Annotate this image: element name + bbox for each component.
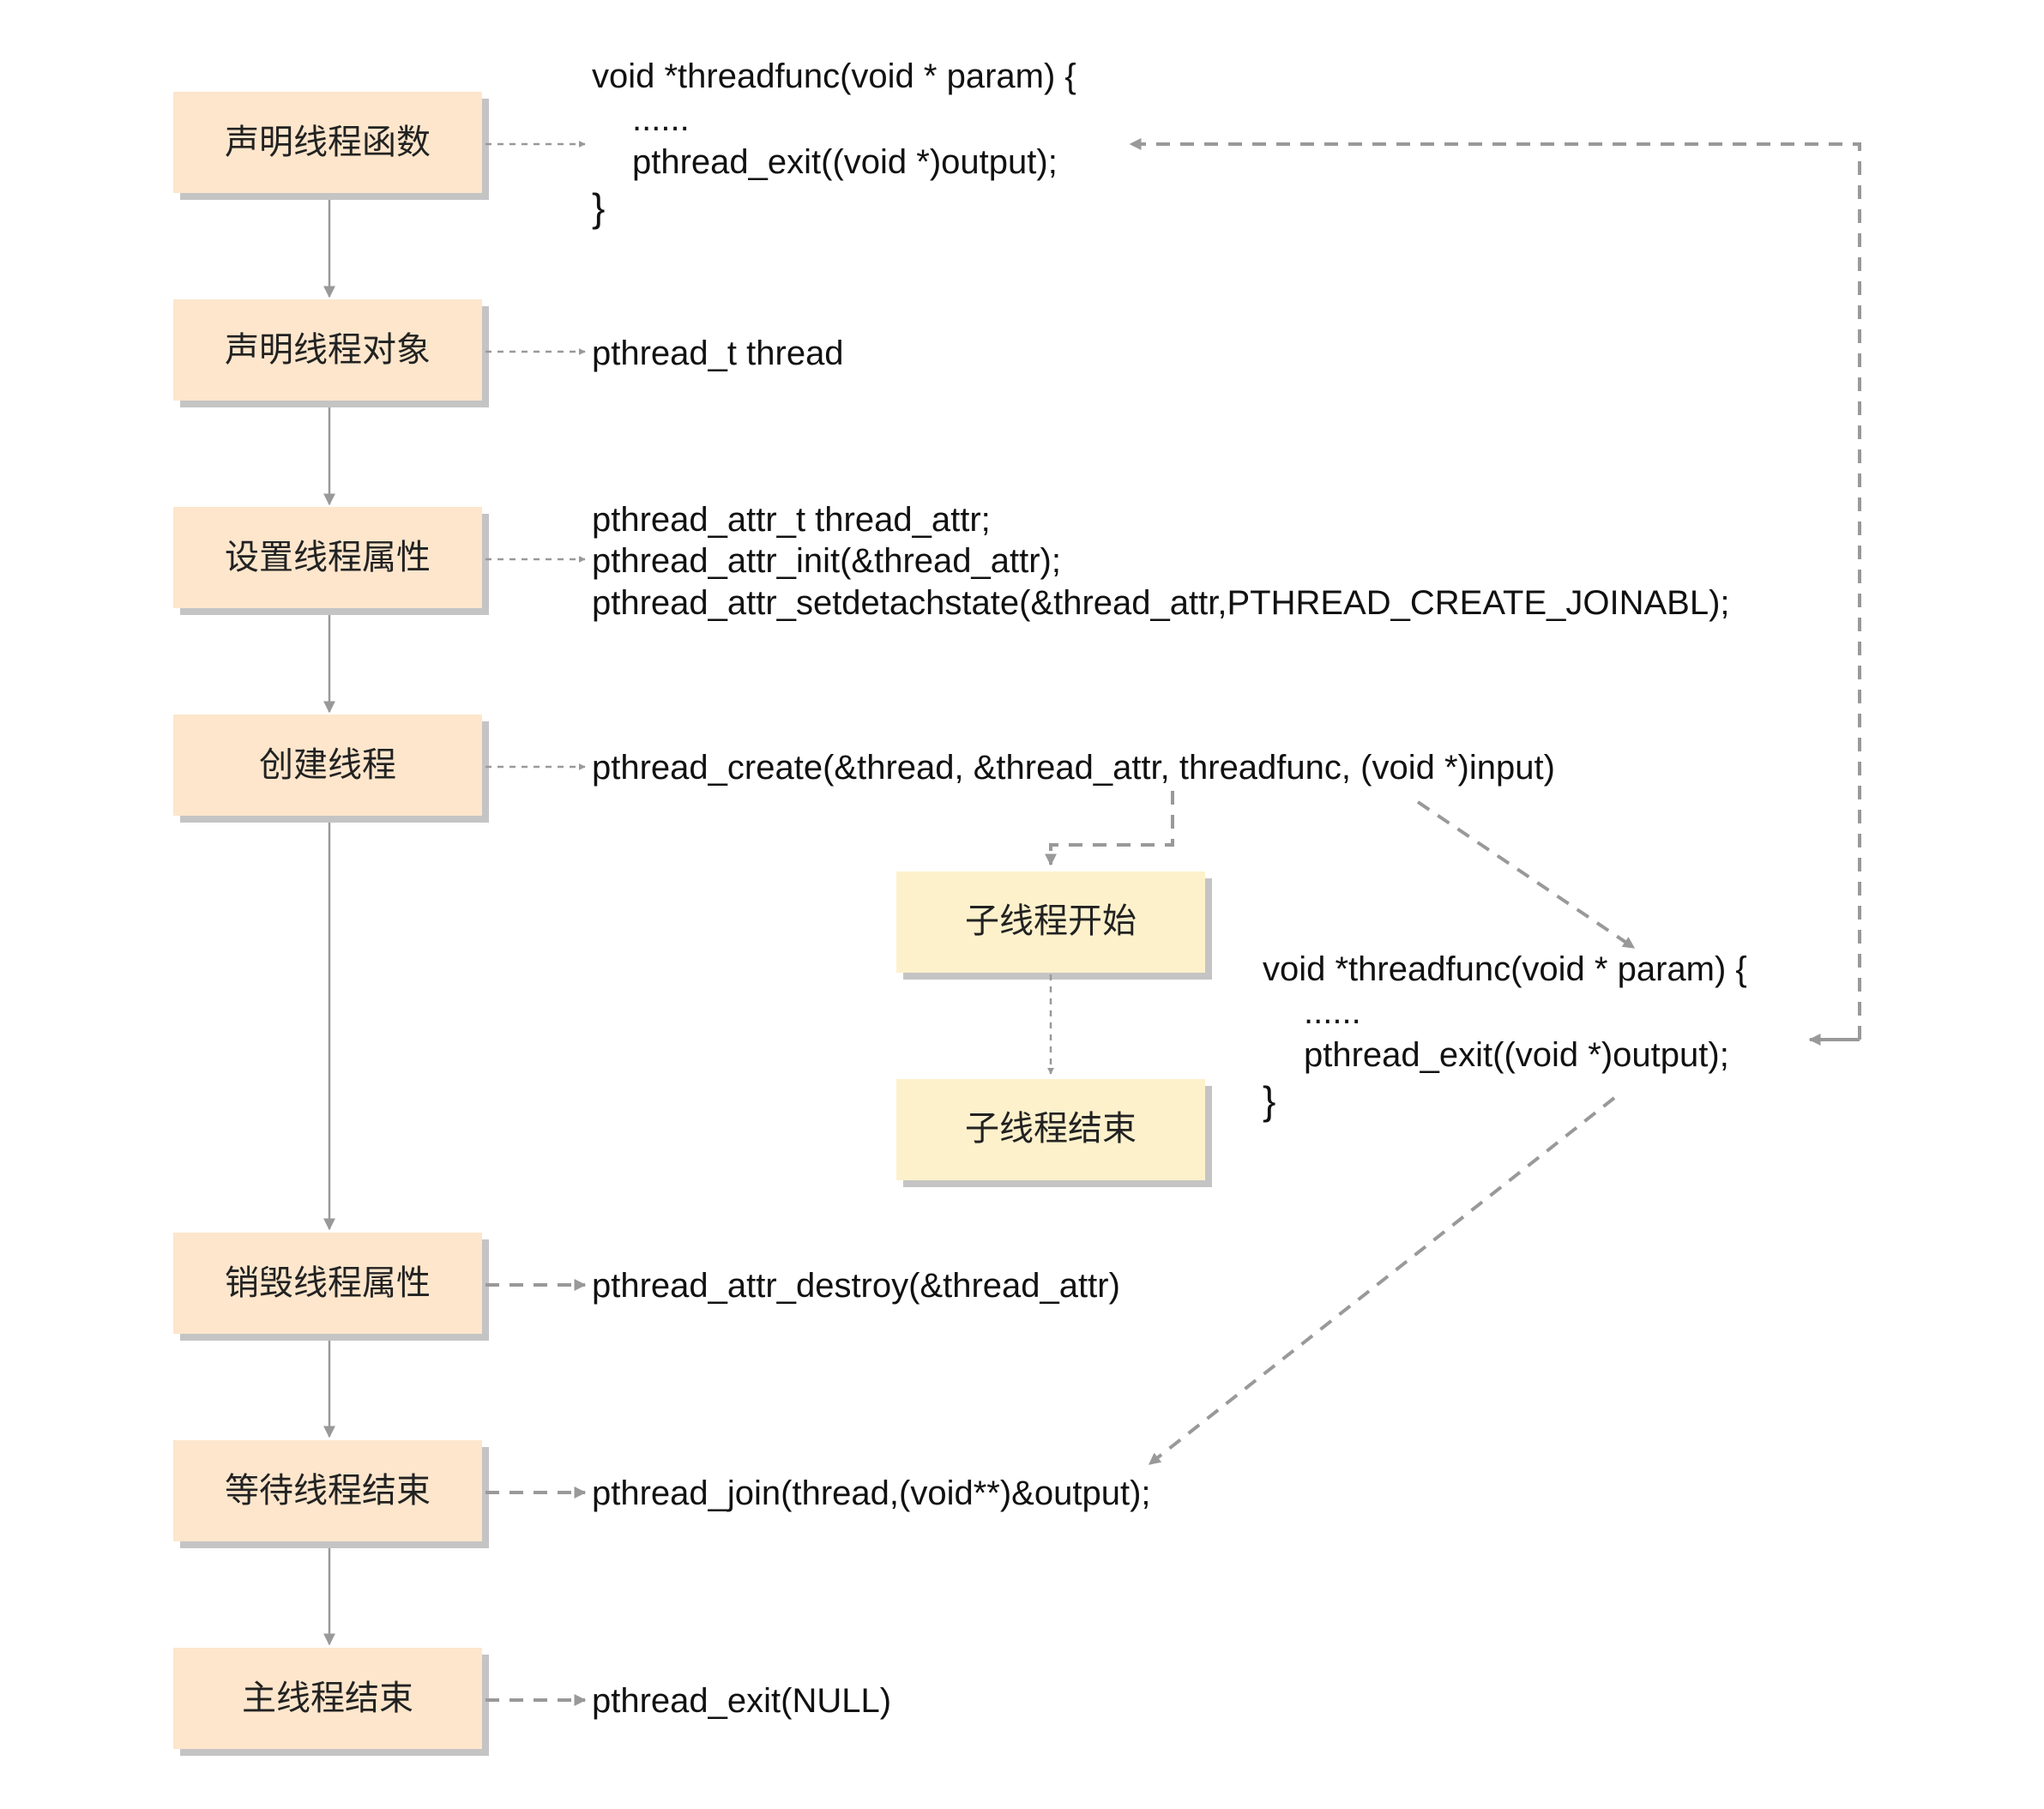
code-exit: pthread_exit(NULL) — [592, 1682, 891, 1720]
code-func-decl: void *threadfunc(void * param) { ...... … — [592, 57, 1076, 230]
box-to-code-connectors — [485, 141, 587, 1706]
main-step-box-5: 销毁线程属性 — [173, 1233, 489, 1341]
thread-dashed-connectors — [1045, 138, 1861, 1466]
connector-child-exit-to-join — [1148, 1096, 1616, 1466]
code-child-func-line-3: pthread_exit((void *)output); — [1304, 1036, 1729, 1074]
code-attr-line-1: pthread_attr_t thread_attr; — [592, 501, 991, 539]
main-step-box-6: 等待线程结束 — [173, 1440, 489, 1548]
code-func-decl-line-3: pthread_exit((void *)output); — [632, 143, 1058, 181]
code-attr: pthread_attr_t thread_attr; pthread_attr… — [592, 501, 1730, 622]
main-step-label-3: 设置线程属性 — [225, 538, 431, 577]
code-thread-decl: pthread_t thread — [592, 335, 844, 372]
sub-step-label-2: 子线程结束 — [965, 1109, 1137, 1149]
code-destroy: pthread_attr_destroy(&thread_attr) — [592, 1267, 1120, 1305]
main-step-box-4: 创建线程 — [173, 715, 489, 823]
sub-step-box-2: 子线程结束 — [896, 1079, 1212, 1187]
code-child-func: void *threadfunc(void * param) { ...... … — [1263, 950, 1747, 1123]
main-step-label-1: 声明线程函数 — [225, 123, 431, 162]
code-attr-line-2: pthread_attr_init(&thread_attr); — [592, 542, 1061, 580]
connector-create-to-child-func — [1416, 800, 1636, 950]
main-step-label-5: 销毁线程属性 — [225, 1263, 431, 1303]
code-child-func-line-1: void *threadfunc(void * param) { — [1263, 950, 1747, 988]
sub-step-box-1: 子线程开始 — [896, 871, 1212, 980]
main-step-label-7: 主线程结束 — [242, 1679, 413, 1718]
code-child-func-line-4: } — [1263, 1078, 1275, 1123]
sub-step-label-1: 子线程开始 — [965, 901, 1137, 941]
code-attr-line-3: pthread_attr_setdetachstate(&thread_attr… — [592, 584, 1730, 622]
connector-func-def-to-child-func — [1129, 138, 1861, 1040]
main-step-label-2: 声明线程对象 — [225, 330, 431, 370]
main-step-label-4: 创建线程 — [259, 745, 396, 785]
code-create: pthread_create(&thread, &thread_attr, th… — [592, 749, 1555, 787]
code-func-decl-line-1: void *threadfunc(void * param) { — [592, 57, 1076, 95]
code-func-decl-line-4: } — [592, 185, 605, 230]
main-step-box-2: 声明线程对象 — [173, 299, 489, 407]
main-step-box-1: 声明线程函数 — [173, 92, 489, 200]
connector-create-to-child-start — [1045, 791, 1174, 866]
code-join: pthread_join(thread,(void**)&output); — [592, 1474, 1151, 1512]
code-func-decl-line-2: ...... — [632, 100, 690, 138]
main-step-box-7: 主线程结束 — [173, 1648, 489, 1756]
main-step-label-6: 等待线程结束 — [225, 1471, 431, 1511]
code-child-func-line-2: ...... — [1304, 993, 1361, 1031]
main-step-box-3: 设置线程属性 — [173, 507, 489, 615]
